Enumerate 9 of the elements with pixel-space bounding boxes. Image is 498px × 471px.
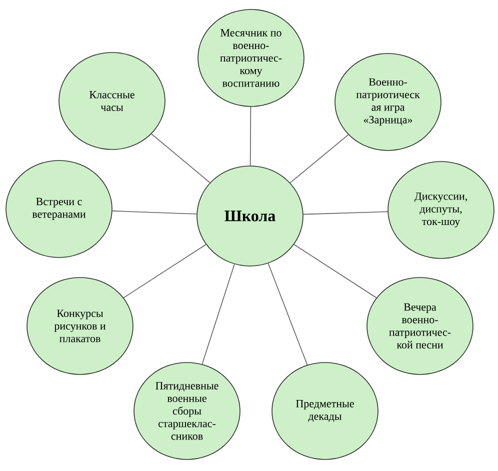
connector-line xyxy=(112,210,198,214)
connector-line xyxy=(294,244,377,298)
connector-line xyxy=(250,106,252,166)
connector-line xyxy=(151,134,210,184)
connector-line xyxy=(290,134,349,184)
connector-line xyxy=(123,244,206,298)
connector-line xyxy=(202,264,235,364)
connector-line xyxy=(268,262,308,366)
connector-line xyxy=(302,211,388,215)
